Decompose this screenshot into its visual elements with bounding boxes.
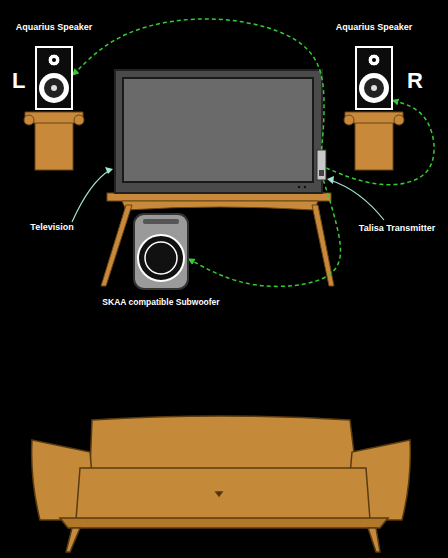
sub-shape: [133, 213, 189, 290]
subwoofer-port: [143, 219, 179, 224]
tweeter-center: [372, 58, 376, 62]
transmitter: Talisa Transmitter: [317, 150, 326, 180]
wireless-link: [326, 100, 434, 184]
woofer-cap: [51, 85, 57, 91]
speaker-cabinet: [36, 47, 72, 109]
wireless-link: [73, 19, 324, 150]
leader-line: [72, 170, 384, 222]
device-label: Television: [30, 222, 73, 232]
transmitter-plug: [319, 170, 324, 176]
woofer: [39, 73, 69, 103]
wireless-link: [189, 180, 341, 286]
speaker-shape: [355, 46, 393, 110]
transmitter-shape: [317, 150, 326, 180]
subwoofer: SKAA compatible Subwoofer: [133, 213, 189, 290]
woofer: [359, 73, 389, 103]
woofer-cone: [44, 78, 64, 98]
tweeter-center: [52, 58, 56, 62]
speaker-shape: [35, 46, 73, 110]
transmitter-body: [317, 150, 326, 180]
speaker: Aquarius SpeakerL: [35, 46, 73, 110]
couch: [32, 416, 411, 552]
subwoofer-driver: [138, 235, 184, 281]
tweeter: [48, 54, 60, 66]
tweeter: [368, 54, 380, 66]
speaker-label: Aquarius Speaker: [336, 22, 413, 32]
device-label: SKAA compatible Subwoofer: [102, 298, 219, 308]
woofer-cap: [371, 85, 377, 91]
channel-letter: L: [12, 68, 25, 93]
woofer-cone: [364, 78, 384, 98]
leader-arrowhead: [105, 167, 334, 184]
subwoofer-cone: [145, 242, 177, 274]
speaker-cabinet: [356, 47, 392, 109]
speaker-label: Aquarius Speaker: [16, 22, 93, 32]
channel-letter: R: [407, 68, 423, 93]
subwoofer-cabinet: [134, 214, 188, 289]
speaker: Aquarius SpeakerR: [355, 46, 393, 110]
device-label: Talisa Transmitter: [359, 223, 435, 233]
television: [115, 70, 322, 193]
